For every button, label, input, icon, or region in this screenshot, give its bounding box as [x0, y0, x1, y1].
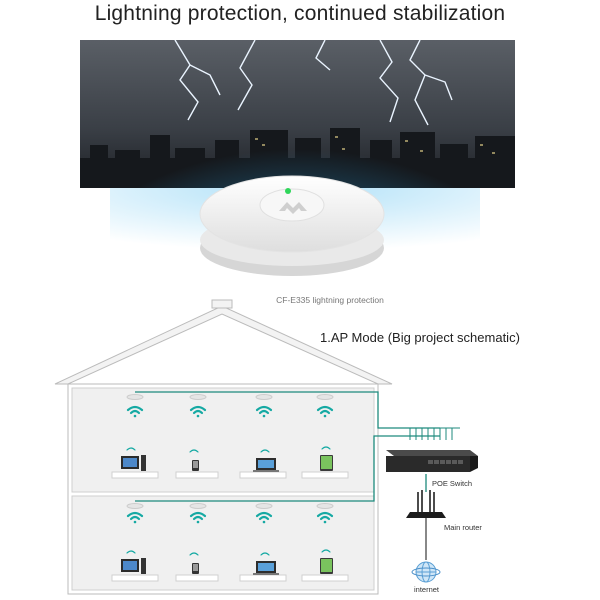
wifi-signal-icon [316, 405, 334, 418]
lightning-scene-image [80, 40, 515, 188]
upper-devices [111, 446, 349, 479]
tablet-icon [320, 558, 333, 574]
internet-label: internet [414, 585, 440, 594]
laptop-icon [253, 458, 279, 472]
ceiling-access-point-icon [189, 394, 207, 400]
upper-wifi-signals [126, 405, 334, 418]
ceiling-access-point-icon [255, 394, 273, 400]
lower-devices [111, 549, 349, 582]
lightning-photo [80, 40, 515, 188]
wifi-signal-icon [255, 511, 273, 524]
lower-access-points [126, 503, 334, 509]
ceiling-access-point-icon [316, 394, 334, 400]
ceiling-access-point-icon [316, 503, 334, 509]
ceiling-access-point-icon [126, 394, 144, 400]
wifi-signal-icon [255, 405, 273, 418]
laptop-icon [253, 561, 279, 575]
wifi-signal-icon [126, 511, 144, 524]
ceiling-access-point-icon [126, 503, 144, 509]
poe-switch-label: POE Switch [432, 479, 472, 488]
tablet-icon [320, 455, 333, 471]
desk [111, 471, 349, 479]
device-caption: CF-E335 lightning protection [276, 295, 384, 305]
wifi-signal-icon [316, 511, 334, 524]
poe-switch-icon [386, 450, 478, 472]
internet-globe-icon [411, 561, 441, 583]
desktop-computer-icon [121, 455, 146, 471]
led-indicator-icon [285, 188, 291, 194]
ceiling-access-point-icon [189, 503, 207, 509]
floor-lower [71, 495, 375, 591]
mobile-phone-icon [192, 563, 199, 574]
wifi-signal-icon [189, 405, 207, 418]
wifi-signal-icon [189, 511, 207, 524]
brand-logo-icon [279, 202, 307, 214]
main-router-icon [406, 490, 446, 518]
mode-label: 1.AP Mode (Big project schematic) [320, 330, 520, 345]
mobile-phone-icon [192, 460, 199, 471]
lower-wifi-signals [126, 511, 334, 524]
desktop-computer-icon [121, 558, 146, 574]
upper-access-points [126, 394, 334, 400]
ceiling-access-point-icon [255, 503, 273, 509]
house-roof [54, 299, 393, 385]
main-router-label: Main router [444, 523, 482, 532]
wifi-signal-icon [126, 405, 144, 418]
page-title: Lightning protection, continued stabiliz… [94, 2, 506, 25]
